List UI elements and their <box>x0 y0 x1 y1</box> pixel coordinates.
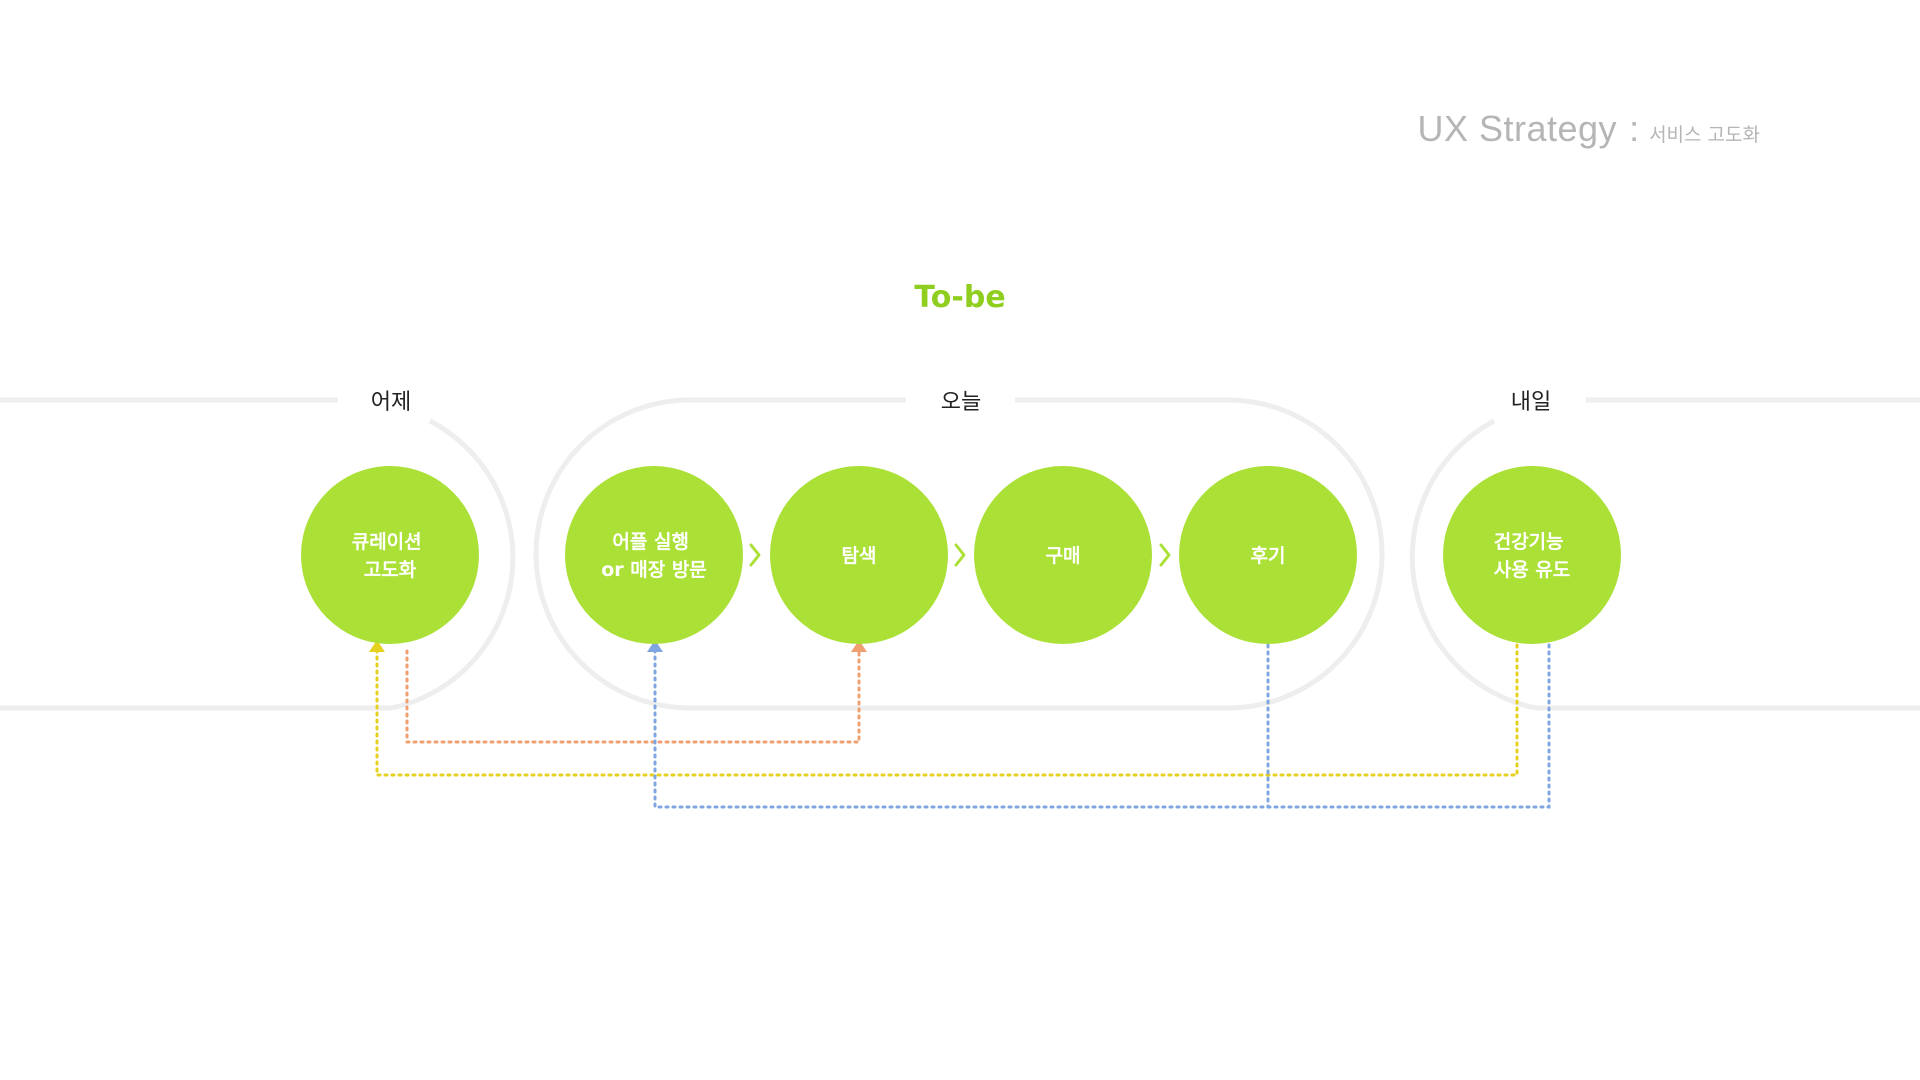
track-today-pill <box>533 397 1385 711</box>
step-purchase: 구매 <box>974 466 1152 644</box>
step-label-line1: 구매 <box>1046 545 1081 567</box>
timeline-tracks <box>0 397 1920 711</box>
header-subtitle: 서비스 고도화 <box>1649 124 1760 146</box>
step-curation: 큐레이션 고도화 <box>301 466 479 644</box>
step-explore: 탐색 <box>770 466 948 644</box>
step-health: 건강기능 사용 유도 <box>1443 466 1621 644</box>
step-circle <box>974 466 1152 644</box>
link-orange-path <box>405 649 861 744</box>
chevron-right-icon <box>1159 543 1171 567</box>
step-circle <box>301 466 479 644</box>
step-label-line1: 후기 <box>1251 545 1286 567</box>
header-separator: : <box>1629 108 1640 149</box>
header: UX Strategy : 서비스 고도화 <box>1417 108 1760 150</box>
group-label-tomorrow: 내일 <box>1511 390 1551 415</box>
step-circle <box>1179 466 1357 644</box>
link-blue-path <box>653 643 1551 809</box>
step-label-line2: 사용 유도 <box>1494 559 1571 581</box>
step-circle <box>770 466 948 644</box>
triangle-up-icon <box>647 640 663 652</box>
step-circle <box>1443 466 1621 644</box>
step-label-line1: 건강기능 <box>1494 531 1564 553</box>
step-label: 후기 <box>1251 545 1286 567</box>
header-title: UX Strategy <box>1417 108 1618 149</box>
chevron-right-icon <box>954 543 966 567</box>
track-tomorrow-arc <box>1409 418 1537 711</box>
triangle-up-icon <box>851 640 867 652</box>
group-label-today: 오늘 <box>941 390 981 415</box>
step-label: 어플 실행 or 매장 방문 <box>601 531 707 581</box>
step-app-launch: 어플 실행 or 매장 방문 <box>565 466 743 644</box>
step-label-line2: 고도화 <box>364 559 417 581</box>
step-circle <box>565 466 743 644</box>
chevron-right-icon <box>749 543 761 567</box>
step-label: 큐레이션 고도화 <box>352 531 429 581</box>
step-label-line1: 큐레이션 <box>352 531 422 553</box>
group-label-yesterday: 어제 <box>371 390 411 415</box>
step-label: 건강기능 사용 유도 <box>1494 531 1571 581</box>
step-label-line1: 탐색 <box>842 545 877 567</box>
step-label: 탐색 <box>842 545 877 567</box>
step-review: 후기 <box>1179 466 1357 644</box>
feedback-links <box>375 643 1551 809</box>
link-yellow-path <box>375 643 1519 777</box>
flow-arrows <box>749 543 1171 567</box>
track-yesterday-arc <box>391 418 516 711</box>
step-label: 구매 <box>1046 545 1081 567</box>
step-label-line1: 어플 실행 <box>612 531 689 553</box>
page-title: To-be <box>914 280 1006 315</box>
step-label-line2: or 매장 방문 <box>601 559 707 581</box>
triangle-up-icon <box>369 640 385 652</box>
